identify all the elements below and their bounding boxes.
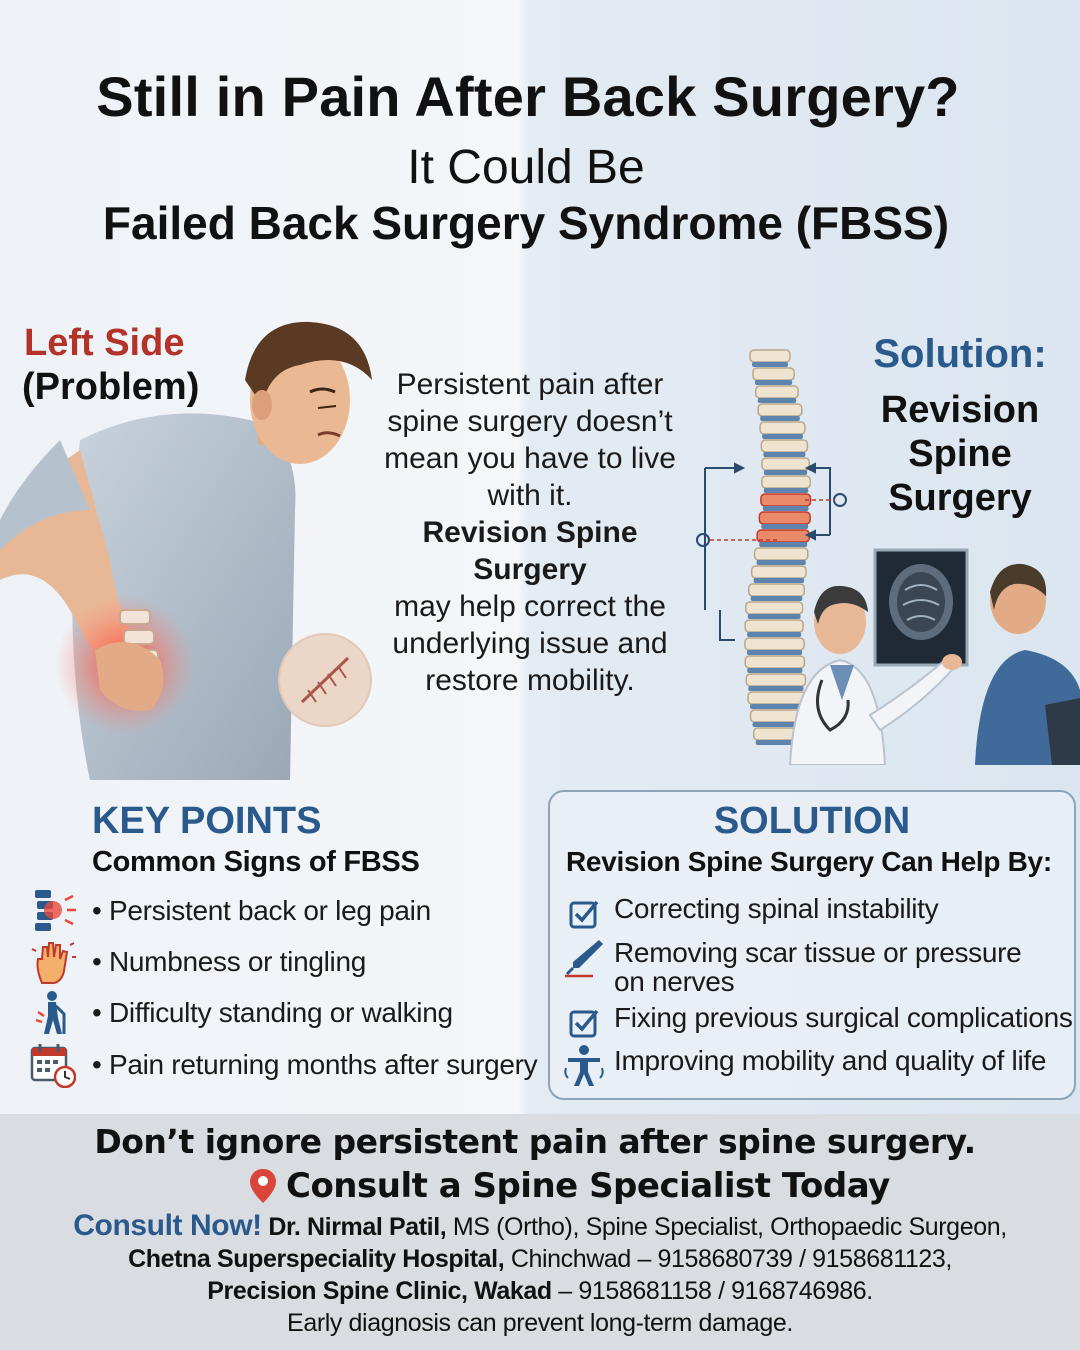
spinal-disc: [759, 542, 808, 547]
footer-warning: Don’t ignore persistent pain after spine…: [94, 1122, 976, 1161]
doctor-credentials: MS (Ortho), Spine Specialist, Orthopaedi…: [446, 1213, 1007, 1241]
solution-title-line: Surgery: [888, 477, 1032, 519]
spine-pain-icon: [28, 888, 78, 934]
clinic-phones[interactable]: – 9158681158 / 9168746986.: [551, 1277, 873, 1305]
person-mobility-icon: [562, 1045, 606, 1086]
vertebra: [761, 475, 811, 489]
key-point-text: • Difficulty standing or walking: [92, 997, 453, 1028]
solution-item-text: Correcting spinal instability: [614, 893, 939, 924]
solution-item-text: Improving mobility and quality of life: [614, 1045, 1047, 1076]
solution-box-subheading: Revision Spine Surgery Can Help By:: [566, 846, 1052, 877]
center-message-line: Persistent pain after: [396, 368, 664, 401]
solution-title-line: Spine: [908, 433, 1012, 475]
condition-title: Failed Back Surgery Syndrome (FBSS): [102, 197, 950, 249]
key-points-subheading: Common Signs of FBSS: [92, 846, 420, 878]
spinal-disc: [752, 362, 788, 367]
center-message-line: spine surgery doesn’t: [387, 405, 673, 438]
spinal-disc: [763, 452, 806, 457]
key-point-item: • Numbness or tingling: [28, 939, 366, 985]
vertebra: [755, 385, 799, 399]
page-title: Still in Pain After Back Surgery?: [96, 65, 960, 128]
solution-title: Revision Spine Surgery: [850, 388, 1070, 520]
checkbox-icon: [562, 894, 606, 934]
center-message-line: with it.: [487, 479, 573, 512]
solution-item: Correcting spinal instability: [562, 893, 939, 934]
spinal-disc: [757, 398, 797, 403]
vertebra: [749, 349, 791, 363]
page-subtitle: It Could Be: [407, 141, 645, 194]
walking-cane-icon: [28, 990, 78, 1036]
center-message-line: mean you have to live: [384, 442, 676, 475]
vertebra: [760, 493, 812, 507]
hand-tingling-icon: [28, 939, 78, 985]
key-point-item: • Pain returning months after surgery: [28, 1042, 538, 1088]
clinic-name: Precision Spine Clinic, Wakad: [207, 1277, 552, 1305]
solution-item-text: Fixing previous surgical complications: [614, 1002, 1073, 1033]
man-back-pain-illustration: [0, 321, 372, 780]
key-point-item: • Persistent back or leg pain: [28, 888, 431, 934]
vertebra: [757, 403, 803, 417]
spinal-disc: [763, 470, 808, 475]
vertebra: [761, 457, 810, 471]
spinal-disc: [761, 524, 809, 529]
vertebra: [758, 511, 811, 525]
spinal-disc: [746, 650, 803, 655]
spinal-disc: [762, 434, 803, 439]
spinal-disc: [754, 380, 793, 385]
spinal-disc: [747, 632, 802, 637]
center-message: Persistent pain after spine surgery does…: [370, 366, 690, 699]
spinal-disc: [753, 578, 805, 583]
key-point-text: • Persistent back or leg pain: [92, 895, 431, 926]
spine-illustration: [696, 349, 847, 745]
spinal-disc: [763, 488, 809, 493]
footer-cta: Consult a Spine Specialist Today: [250, 1166, 890, 1206]
spinal-disc: [750, 704, 806, 709]
spinal-disc: [756, 560, 806, 565]
consult-now-link[interactable]: Consult Now!: [73, 1209, 262, 1242]
solution-item: Fixing previous surgical complications: [562, 1003, 1073, 1043]
center-message-highlight: Revision Spine Surgery: [422, 516, 638, 586]
left-side-label: Left Side: [24, 322, 185, 364]
solution-item-text-line: on nerves: [614, 966, 735, 997]
key-point-text: • Numbness or tingling: [92, 946, 367, 977]
spinal-disc: [747, 614, 801, 619]
vertebra: [759, 421, 806, 435]
center-message-line: underlying issue and: [392, 627, 668, 660]
footer-cta-text: Consult a Spine Specialist Today: [286, 1166, 890, 1206]
calendar-clock-icon: [28, 1042, 78, 1088]
doctor-consultation-illustration: [788, 548, 1080, 765]
center-message-line: restore mobility.: [425, 664, 635, 697]
footer-band: [0, 1114, 1080, 1350]
spinal-disc: [748, 686, 804, 691]
checkbox-icon: [562, 1003, 606, 1043]
hospital-phones[interactable]: Chinchwad – 9158680739 / 9158681123,: [504, 1245, 953, 1273]
footer-closing: Early diagnosis can prevent long-term da…: [287, 1309, 793, 1337]
center-message-line: may help correct the: [394, 590, 666, 623]
solution-box-heading: SOLUTION: [713, 800, 911, 842]
scalpel-icon: [562, 938, 606, 978]
solution-box: [548, 790, 1076, 1100]
key-points-heading: KEY POINTS: [92, 800, 322, 842]
solution-item-text: Removing scar tissue or pressure on nerv…: [614, 937, 1022, 997]
key-point-item: • Difficulty standing or walking: [28, 990, 453, 1036]
spinal-disc: [762, 506, 809, 511]
vertebra: [752, 367, 795, 381]
key-point-text: • Pain returning months after surgery: [92, 1049, 538, 1080]
spinal-disc: [760, 416, 800, 421]
problem-label: (Problem): [22, 366, 200, 408]
footer-contact: Consult Now! Dr. Nirmal Patil, MS (Ortho…: [0, 1210, 1080, 1339]
doctor-name: Dr. Nirmal Patil,: [268, 1213, 447, 1241]
solution-item-text-line: Removing scar tissue or pressure: [614, 937, 1022, 968]
solution-title-line: Revision: [880, 389, 1040, 431]
spinal-disc: [750, 596, 803, 601]
solution-item: Improving mobility and quality of life: [562, 1045, 1047, 1086]
solution-label: Solution:: [873, 332, 1047, 376]
vertebra: [760, 439, 809, 453]
spinal-disc: [747, 668, 803, 673]
location-pin-icon: [250, 1169, 276, 1203]
solution-item: Removing scar tissue or pressure on nerv…: [562, 937, 1022, 997]
hospital-name: Chetna Superspeciality Hospital,: [128, 1245, 505, 1273]
